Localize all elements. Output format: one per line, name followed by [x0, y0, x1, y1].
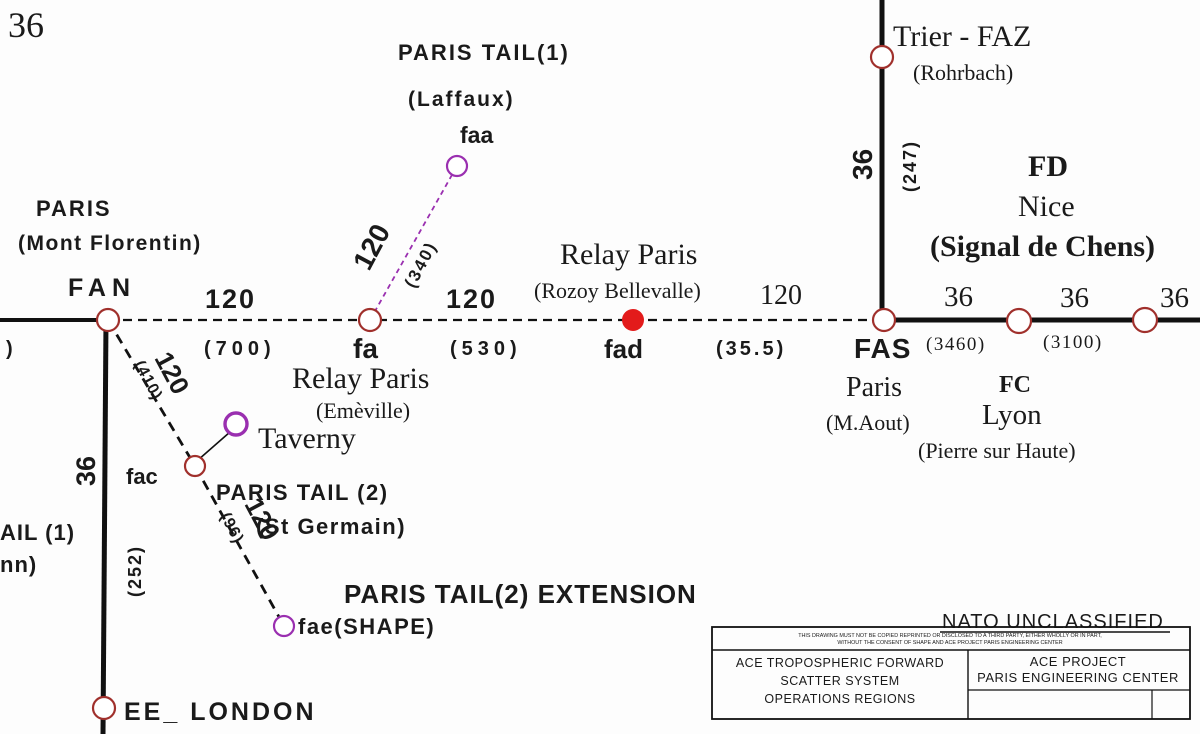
- node-fc[interactable]: [1005, 307, 1033, 335]
- fa-faa-distance: (340): [401, 238, 441, 291]
- faa-location: (Laffaux): [408, 88, 515, 111]
- fan-ee-distance: (252): [125, 545, 145, 597]
- fas-faz-distance: (247): [900, 140, 920, 192]
- fc-fd-channels: 36: [1060, 282, 1089, 314]
- title-block-right-line2: PARIS ENGINEERING CENTER: [977, 670, 1179, 685]
- fad-name: Relay Paris: [560, 238, 697, 271]
- node-faa[interactable]: [445, 154, 469, 178]
- fc-location: (Pierre sur Haute): [918, 438, 1076, 463]
- classification-label: NATO UNCLASSIFIED: [942, 611, 1164, 633]
- title-block-left-line1: ACE TROPOSPHERIC FORWARD: [736, 656, 944, 670]
- fae-code: fae(SHAPE): [298, 614, 435, 639]
- node-fa[interactable]: [357, 307, 383, 333]
- title-block-notice-line1: THIS DRAWING MUST NOT BE COPIED REPRINTE…: [798, 633, 1102, 639]
- fan-ee-channels: 36: [71, 456, 101, 486]
- title-block-left-line2: SCATTER SYSTEM: [780, 674, 899, 688]
- fas-location: (M.Aout): [826, 410, 910, 435]
- faz-name: Trier - FAZ: [893, 20, 1031, 53]
- node-taverny[interactable]: [223, 411, 249, 437]
- link-fan-ee: [100, 319, 109, 734]
- fa-code: fa: [353, 333, 378, 364]
- fad-location: (Rozoy Bellevalle): [534, 278, 701, 303]
- title-block-frame: [711, 626, 1191, 720]
- fa-faa-channels: 120: [347, 219, 396, 275]
- node-fac[interactable]: [183, 454, 207, 478]
- fac-code: fac: [126, 464, 158, 489]
- fac-fae-distance: (96): [216, 510, 246, 547]
- faa-name: PARIS TAIL(1): [398, 40, 570, 65]
- faz-location: (Rohrbach): [913, 60, 1013, 85]
- title-block-right-line1: ACE PROJECT: [1030, 654, 1127, 669]
- title-block: NATO UNCLASSIFIED THIS DRAWING MUST NOT …: [700, 606, 1200, 734]
- taverny-name: Taverny: [258, 422, 356, 455]
- title-block-notice-line2: WITHOUT THE CONSENT OF SHAPE AND ACE PRO…: [837, 640, 1062, 646]
- fd-name: Nice: [1018, 190, 1075, 223]
- fan-location: (Mont Florentin): [18, 232, 202, 255]
- fd-east-channels: 36: [1160, 282, 1189, 314]
- link-fa-faa: [369, 165, 458, 321]
- link-fan-fac: [106, 319, 197, 467]
- left-stub-distance: ): [6, 338, 13, 360]
- ee-name: EE_ LONDON: [124, 698, 317, 726]
- fas-faz-channels: 36: [847, 149, 878, 180]
- node-ee[interactable]: [91, 695, 117, 721]
- fan-fa-distance: (700): [204, 338, 276, 360]
- fd-code: FD: [1028, 150, 1068, 183]
- node-fas[interactable]: [871, 307, 897, 333]
- fd-location: (Signal de Chens): [930, 230, 1155, 263]
- fa-fad-distance: (530): [450, 338, 522, 360]
- fan-code: FAN: [68, 274, 136, 302]
- node-fan[interactable]: [95, 307, 121, 333]
- fac-location: (St Germain): [256, 514, 406, 539]
- faa-code: faa: [460, 122, 493, 148]
- title-block-left-line3: OPERATIONS REGIONS: [764, 692, 915, 706]
- node-fd[interactable]: [1131, 306, 1159, 334]
- fa-name: Relay Paris: [292, 362, 429, 395]
- fc-fd-distance: (3100): [1043, 332, 1103, 353]
- fc-code: FC: [999, 372, 1031, 398]
- fan-fa-channels: 120: [205, 284, 256, 314]
- fac-name: PARIS TAIL (2): [216, 480, 389, 505]
- fa-location: (Emèville): [316, 398, 410, 423]
- left-partial-line2: nn): [0, 552, 37, 577]
- fan-name: PARIS: [36, 196, 112, 221]
- node-fad[interactable]: [622, 309, 644, 331]
- fa-fad-channels: 120: [446, 284, 497, 314]
- node-fae[interactable]: [272, 614, 296, 638]
- fc-name: Lyon: [982, 399, 1042, 431]
- left-partial-line1: AIL (1): [0, 520, 75, 545]
- fad-fas-channels: 120: [760, 280, 802, 311]
- fad-fas-distance: (35.5): [716, 338, 786, 360]
- fae-name: PARIS TAIL(2) EXTENSION: [344, 579, 697, 609]
- fas-code: FAS: [854, 333, 911, 364]
- link-fac-fae: [193, 465, 286, 627]
- fad-code: fad: [604, 334, 643, 364]
- link-fac-taverny: [197, 431, 231, 461]
- corner-label: 36: [8, 5, 44, 45]
- fas-name: Paris: [846, 372, 902, 403]
- node-faz[interactable]: [869, 44, 895, 70]
- fas-fc-distance: (3460): [926, 334, 986, 355]
- fas-fc-channels: 36: [944, 281, 973, 313]
